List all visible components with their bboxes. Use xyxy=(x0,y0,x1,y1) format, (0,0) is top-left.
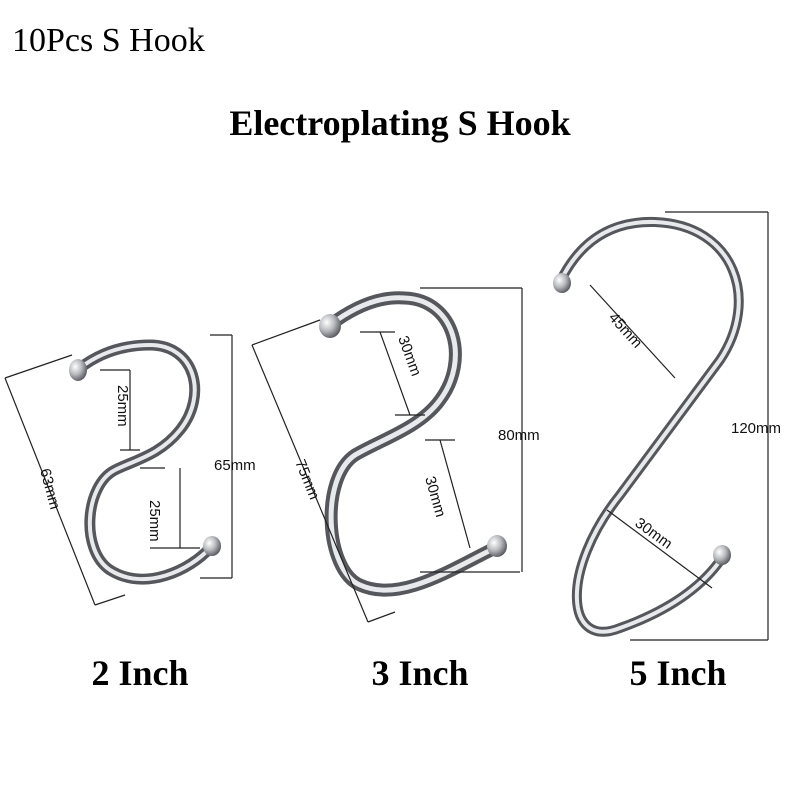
dim-height: 80mm xyxy=(498,427,540,444)
dim-upper-gap: 25mm xyxy=(114,385,131,427)
ball-end xyxy=(203,536,221,556)
hook-wire xyxy=(74,339,216,585)
ball-end xyxy=(69,359,87,381)
size-label-2-inch: 2 Inch xyxy=(91,653,189,693)
dim-width: 75mm xyxy=(291,457,322,502)
dim-lower-gap: 25mm xyxy=(146,500,163,542)
hook-5-inch: 45mm 30mm 120mm xyxy=(553,211,781,641)
dim-height: 120mm xyxy=(731,420,781,437)
dim-upper-gap: 30mm xyxy=(394,334,424,379)
ball-end xyxy=(713,545,731,565)
dim-height: 65mm xyxy=(214,457,256,474)
page-title: Electroplating S Hook xyxy=(229,103,571,143)
dim-upper-gap: 45mm xyxy=(605,309,646,351)
size-label-3-inch: 3 Inch xyxy=(371,653,469,693)
product-title: 10Pcs S Hook xyxy=(12,22,205,59)
ball-end xyxy=(487,535,507,557)
hook-2-inch: 25mm 25mm 63mm 65mm xyxy=(4,334,256,606)
dim-lower-gap: 30mm xyxy=(421,474,449,519)
hook-3-inch: 30mm 30mm 75mm 80mm xyxy=(251,287,540,623)
ball-end xyxy=(319,314,341,338)
size-label-5-inch: 5 Inch xyxy=(629,653,727,693)
dim-width: 63mm xyxy=(36,467,63,512)
ball-end xyxy=(553,273,571,293)
